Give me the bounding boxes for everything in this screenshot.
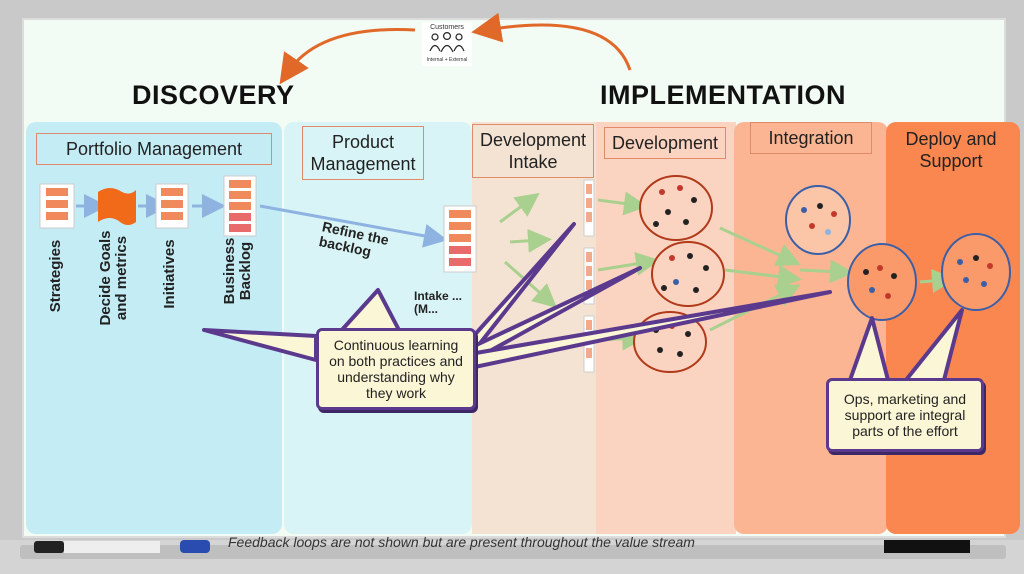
backlog-label: Business Backlog [221, 237, 254, 305]
ops-callout-text: Ops, marketing and support are integral … [843, 391, 967, 439]
learning-callout-pointers [202, 222, 832, 370]
footer-note: Feedback loops are not shown but are pre… [228, 534, 695, 550]
customers-sub: Internal + External [426, 57, 468, 63]
marker-black [34, 541, 64, 553]
initiatives-cards [155, 183, 189, 229]
tray-ledge [20, 545, 1006, 559]
backlog-cards [223, 175, 257, 237]
learning-callout-text: Continuous learning on both practices an… [329, 337, 463, 401]
team-members [653, 185, 993, 357]
strategies-label: Strategies [47, 239, 64, 313]
discovery-heading: DISCOVERY [132, 80, 295, 110]
ops-callout: Ops, marketing and support are integral … [826, 378, 984, 452]
deploy-label: Deploy and Support [905, 129, 997, 171]
marker-dark [884, 540, 970, 553]
marker-blue [180, 540, 210, 553]
integration-team-circle [785, 185, 851, 255]
intake-cards [443, 205, 477, 273]
initiatives-label: Initiatives [161, 239, 178, 309]
integration-label: Integration [750, 122, 872, 154]
customers-label: Customers [430, 24, 464, 31]
customers-icon: Customers Internal + External [422, 22, 472, 66]
dev-intake-label: Development Intake [472, 124, 594, 178]
development-label: Development [604, 127, 726, 159]
product-label: Product Management [302, 126, 424, 180]
goals-label: Decide Goals and metrics [97, 230, 130, 326]
implementation-heading: IMPLEMENTATION [600, 80, 846, 110]
ops-callout-pointers [848, 308, 964, 382]
intake-partial-label: Intake ... (M... [414, 289, 463, 316]
dev-team-circles [633, 175, 725, 373]
deploy-team-circles [847, 233, 1011, 321]
learning-callout: Continuous learning on both practices an… [316, 328, 476, 410]
goals-flag [98, 188, 136, 225]
portfolio-label: Portfolio Management [36, 133, 272, 165]
strategies-cards [39, 183, 75, 229]
eraser [64, 541, 160, 553]
